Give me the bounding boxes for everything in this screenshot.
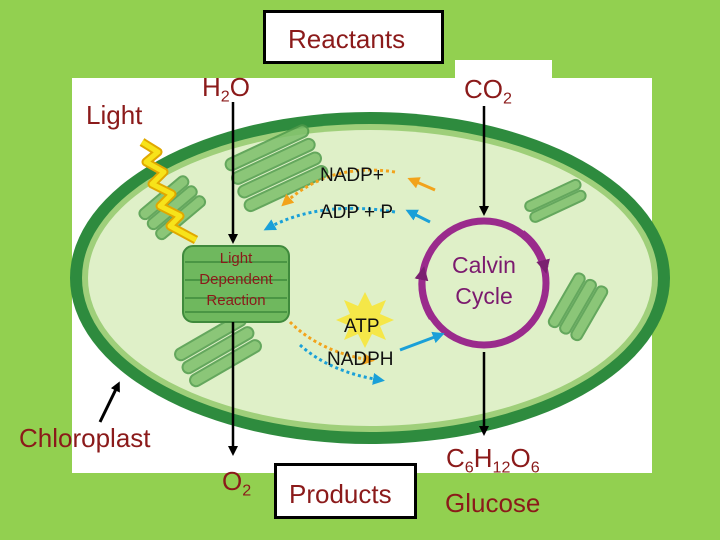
nadp-label: NADP+ xyxy=(320,165,384,186)
oxygen-sub: 2 xyxy=(242,481,252,500)
nadph-label: NADPH xyxy=(327,349,394,370)
products-box: Products xyxy=(274,463,417,519)
nadph-arrow-head xyxy=(399,331,445,352)
light-dependent-line-2: Dependent xyxy=(199,271,273,288)
nadp-arrow xyxy=(281,168,396,207)
chloroplast-pointer-arrow xyxy=(98,381,120,423)
products-title: Products xyxy=(289,479,392,509)
adp-arrow-head xyxy=(405,209,431,224)
light-dependent-granum xyxy=(182,245,290,323)
light-dependent-line-3: Reaction xyxy=(206,292,266,309)
reactants-box: Reactants xyxy=(263,10,444,64)
atp-arrow xyxy=(288,320,375,365)
glucose-c-sub: 6 xyxy=(464,458,474,477)
nadp-arrow-head xyxy=(407,177,436,192)
water-o: O xyxy=(229,72,250,102)
water-h: H xyxy=(202,72,221,102)
glucose-h: H xyxy=(473,443,493,473)
light-dependent-line-1: Light xyxy=(219,250,253,267)
light-bolt-core xyxy=(140,139,198,243)
chloroplast-stroma xyxy=(88,130,652,426)
glucose-label: Glucose xyxy=(445,488,541,518)
adp-label: ADP + P xyxy=(320,202,394,223)
glucose-o: O xyxy=(510,443,531,473)
image-panel-tab xyxy=(455,60,552,82)
co2-formula: CO2 xyxy=(464,76,512,107)
calvin-arrow-top xyxy=(519,230,550,274)
glucose-o-sub: 6 xyxy=(530,458,540,477)
calvin-line-2: Cycle xyxy=(455,283,513,309)
chloroplast-label: Chloroplast xyxy=(19,423,151,453)
water-formula: H2O xyxy=(202,74,250,105)
atp-burst-icon xyxy=(336,292,394,348)
glucose-formula: C6H12O6 xyxy=(446,445,540,476)
light-label: Light xyxy=(86,100,143,130)
calvin-arrow-left xyxy=(414,266,435,320)
nadph-arrow xyxy=(298,343,385,385)
light-dependent-label: Light Dependent Reaction xyxy=(183,248,289,311)
oxygen-formula: O2 xyxy=(222,468,251,499)
glucose-h-sub: 12 xyxy=(492,458,511,477)
co2-base: CO xyxy=(464,74,503,104)
calvin-cycle-label: Calvin Cycle xyxy=(437,250,531,312)
reactants-title: Reactants xyxy=(288,24,406,54)
calvin-line-1: Calvin xyxy=(452,252,516,278)
atp-label: ATP xyxy=(344,316,380,337)
water-sub: 2 xyxy=(220,87,230,106)
co2-sub: 2 xyxy=(503,89,512,108)
oxygen-o: O xyxy=(222,466,243,496)
glucose-c: C xyxy=(446,443,465,473)
